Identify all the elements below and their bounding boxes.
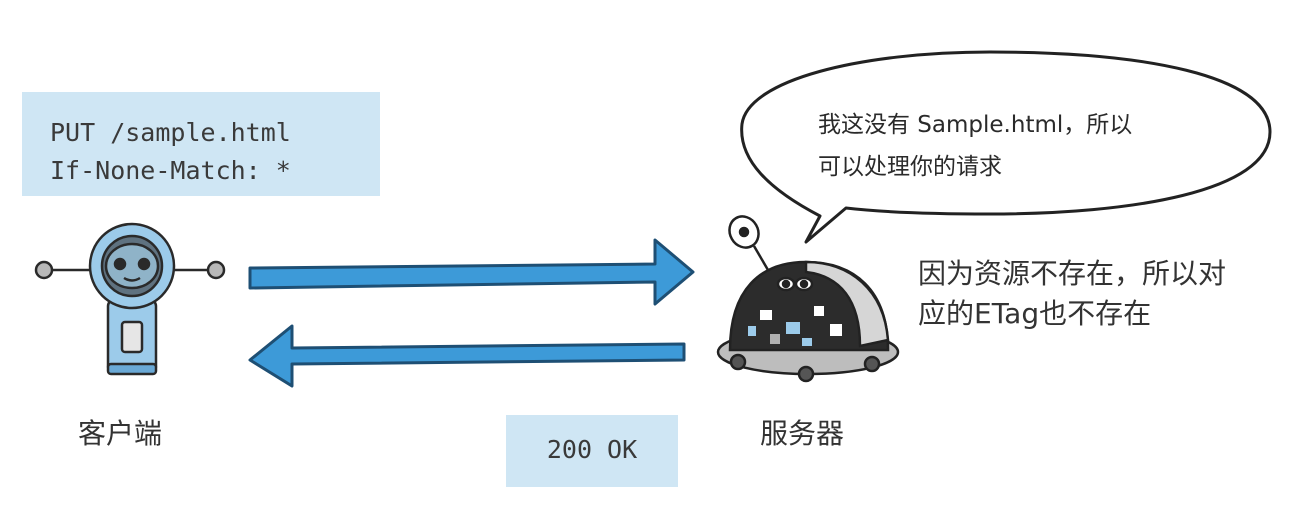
server-label: 服务器: [760, 417, 845, 450]
speech-bubble: [740, 50, 1272, 244]
request-header-line: If-None-Match: *: [50, 156, 291, 185]
client-label: 客户端: [78, 417, 163, 450]
client-robot-icon: [34, 222, 226, 376]
speech-line: 可以处理你的请求: [818, 154, 1002, 180]
request-box: PUT /sample.html If-None-Match: *: [22, 92, 380, 196]
etag-note: 因为资源不存在，所以对 应的ETag也不存在: [918, 254, 1226, 334]
speech-bubble-text: 我这没有 Sample.html，所以 可以处理你的请求: [818, 104, 1132, 188]
response-status-box: 200 OK: [506, 415, 678, 487]
note-line: 因为资源不存在，所以对: [918, 257, 1227, 290]
request-line: PUT /sample.html: [50, 118, 291, 147]
server-robot-panels: [748, 306, 842, 346]
server-robot-icon: [716, 215, 900, 383]
speech-line: 我这没有 Sample.html，所以: [818, 112, 1133, 138]
response-arrow: [248, 324, 686, 388]
note-line: 应的ETag也不存在: [918, 297, 1152, 330]
request-arrow: [248, 238, 695, 306]
